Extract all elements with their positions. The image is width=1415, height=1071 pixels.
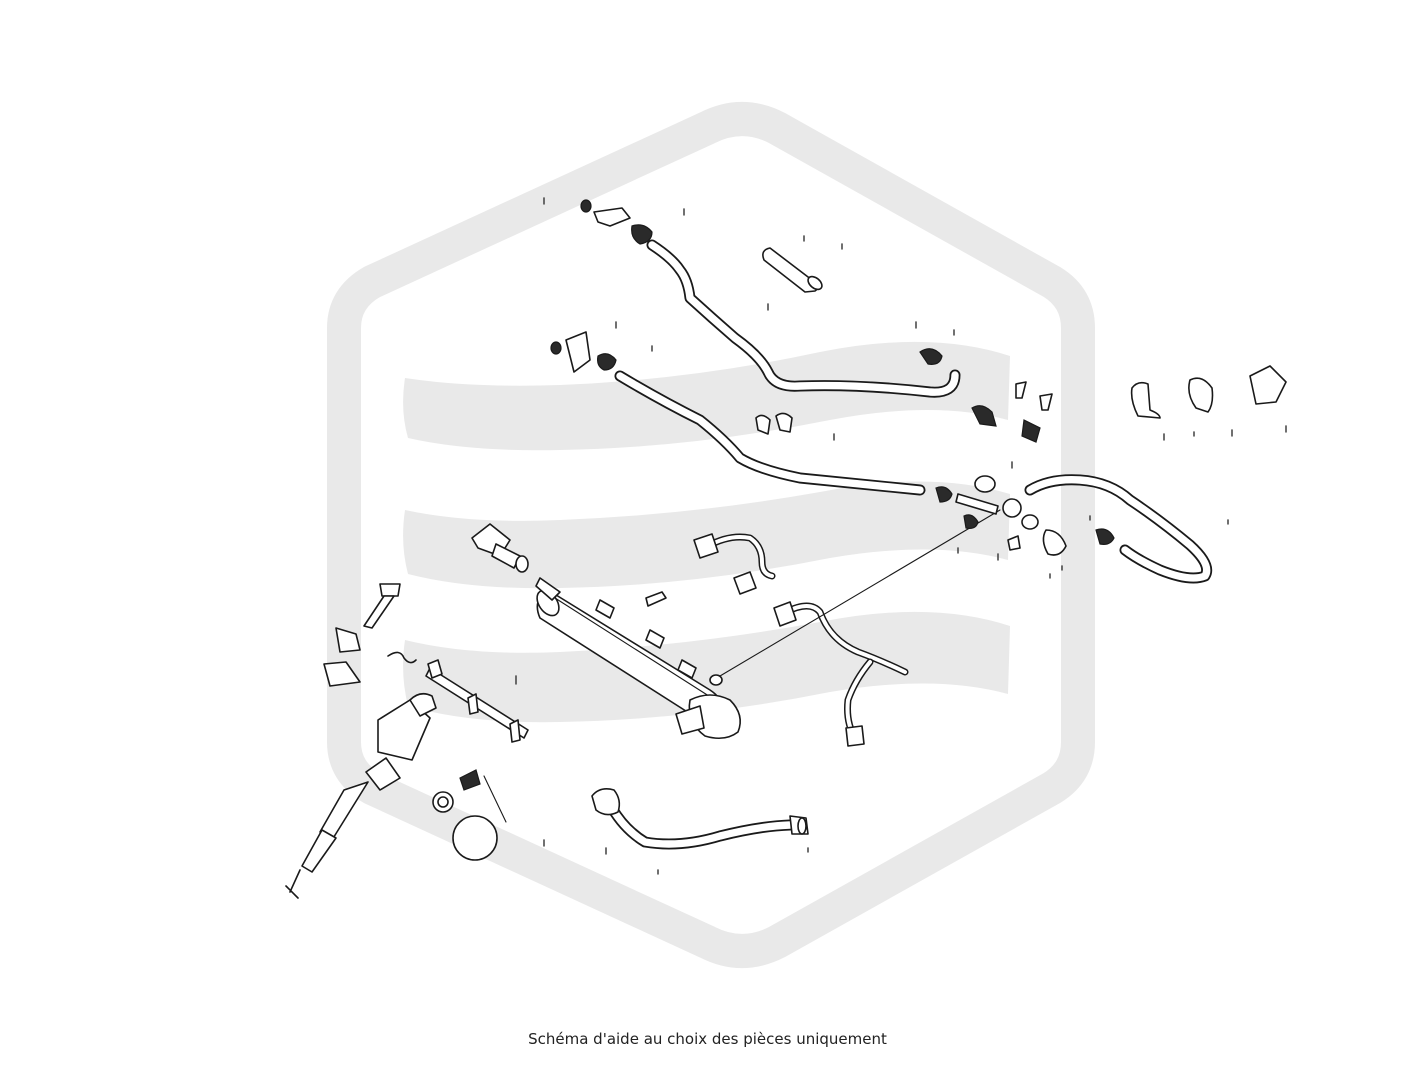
watermark-logo bbox=[327, 102, 1095, 968]
junction-fittings bbox=[935, 475, 1115, 556]
injector-line-3 bbox=[773, 601, 909, 747]
fuel-injector bbox=[285, 692, 437, 899]
lower-hose bbox=[591, 788, 809, 850]
mounting-clips-right bbox=[1130, 365, 1287, 419]
leader-line bbox=[719, 509, 1001, 677]
banjo-fitting-upper bbox=[580, 199, 653, 245]
leak-off-rail bbox=[425, 659, 529, 743]
return-hose-middle bbox=[614, 370, 926, 496]
return-hose-upper bbox=[646, 239, 961, 398]
pressure-sensor bbox=[471, 523, 529, 573]
clamp-bolt bbox=[323, 583, 417, 687]
banjo-fitting-middle bbox=[550, 331, 617, 373]
return-hose-right bbox=[1024, 474, 1213, 584]
diagram-caption: Schéma d'aide au choix des pièces unique… bbox=[528, 1030, 887, 1048]
common-rail bbox=[535, 577, 741, 740]
hose-clips bbox=[755, 348, 1053, 443]
tick-marks bbox=[515, 197, 1287, 875]
injector-line-2 bbox=[733, 571, 757, 595]
injector-line-1 bbox=[693, 533, 776, 580]
hollow-bolt bbox=[645, 591, 667, 607]
hose-segment bbox=[762, 247, 823, 293]
seal-ring bbox=[432, 769, 507, 861]
